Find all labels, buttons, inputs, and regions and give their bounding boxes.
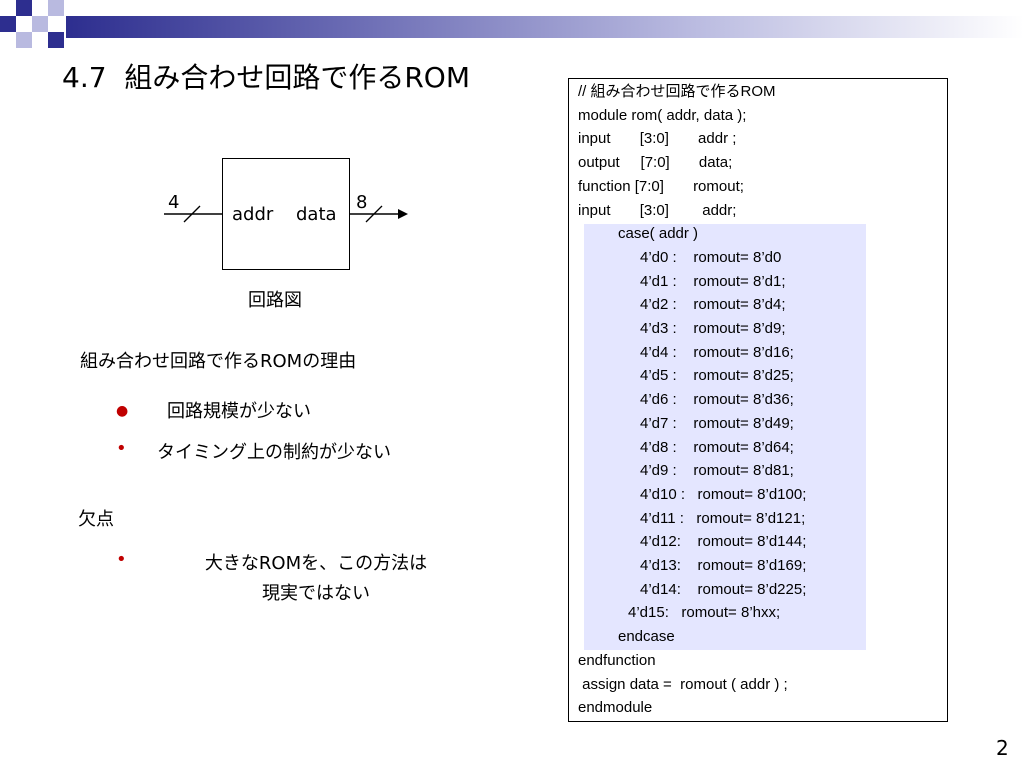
code-line: 4’d4 : romout= 8’d16; — [640, 343, 794, 361]
code-line: 4’d6 : romout= 8’d36; — [640, 391, 794, 409]
header-square — [32, 16, 48, 32]
code-line: 4’d5 : romout= 8’d25; — [640, 367, 794, 385]
case-block-highlight — [584, 224, 866, 650]
reason-item: 回路規模が少ない — [167, 401, 311, 422]
code-line: 4’d2 : romout= 8’d4; — [640, 296, 786, 314]
code-line: input [3:0] addr ; — [578, 130, 737, 148]
reason-item: タイミング上の制約が少ない — [157, 442, 391, 463]
code-line: 4’d13: romout= 8’d169; — [640, 557, 807, 574]
page-number: 2 — [996, 736, 1009, 760]
code-line: 4’d0 : romout= 8’d0 — [640, 248, 782, 266]
code-line: case( addr ) — [618, 225, 699, 243]
header-gradient-bar — [66, 16, 1024, 38]
data-port-label: data — [296, 204, 337, 225]
header-square — [48, 32, 64, 48]
demerit-line: 大きなROMを、この方法は — [204, 553, 428, 574]
code-line: // 組み合わせ回路で作るROM — [578, 83, 776, 100]
code-line: 4’d14: romout= 8’d225; — [640, 580, 807, 598]
rom-block — [222, 158, 350, 270]
code-line: 4’d7 : romout= 8’d49; — [640, 414, 794, 432]
code-line: 4’d11 : romout= 8’d121; — [640, 509, 806, 527]
code-line: endcase — [618, 628, 675, 646]
demerit-heading: 欠点 — [78, 509, 114, 530]
code-line: endmodule — [578, 699, 653, 717]
output-width-label: 8 — [356, 192, 368, 213]
demerit-line: 現実ではない — [262, 583, 370, 604]
addr-port-label: addr — [232, 204, 274, 225]
code-line: endfunction — [578, 651, 656, 669]
title-text: 組み合わせ回路で作るROM — [124, 61, 470, 94]
input-width-label: 4 — [168, 192, 180, 213]
code-line: 4’d12: romout= 8’d144; — [640, 533, 807, 551]
code-line: 4’d8 : romout= 8’d64; — [640, 438, 794, 456]
bullet-icon: • — [116, 438, 127, 459]
code-line: assign data = romout ( addr ) ; — [578, 675, 788, 693]
code-line: module rom( addr, data ); — [578, 106, 747, 124]
header-square — [0, 16, 16, 32]
signal-lines — [164, 205, 408, 223]
code-line: input [3:0] addr; — [578, 201, 737, 219]
output-bus-slash — [365, 205, 383, 223]
input-bus-slash — [183, 205, 201, 223]
output-arrowhead — [398, 209, 408, 219]
slide-title: 4.7 組み合わせ回路で作るROM — [62, 56, 470, 96]
code-line: 4’d9 : romout= 8’d81; — [640, 462, 794, 480]
code-line: function [7:0] romout; — [578, 177, 744, 195]
code-line: 4’d10 : romout= 8’d100; — [640, 485, 807, 503]
code-line: 4’d15: romout= 8’hxx; — [628, 604, 781, 622]
circuit-diagram: 4 8 addr data — [150, 150, 420, 280]
reasons-heading: 組み合わせ回路で作るROMの理由 — [80, 351, 357, 372]
header-square — [16, 32, 32, 48]
code-line: output [7:0] data; — [578, 154, 733, 172]
bullet-icon: • — [116, 549, 127, 570]
header-square — [16, 0, 32, 16]
diagram-caption: 回路図 — [248, 290, 302, 311]
demerit-item: 大きなROMを、この方法は 現実ではない — [160, 549, 472, 609]
title-number: 4.7 — [62, 61, 107, 94]
code-line: 4’d3 : romout= 8’d9; — [640, 320, 786, 337]
code-line: 4’d1 : romout= 8’d1; — [640, 272, 786, 290]
header-square — [48, 0, 64, 16]
verilog-code-box — [568, 78, 948, 722]
bullet-icon: ● — [116, 403, 129, 419]
